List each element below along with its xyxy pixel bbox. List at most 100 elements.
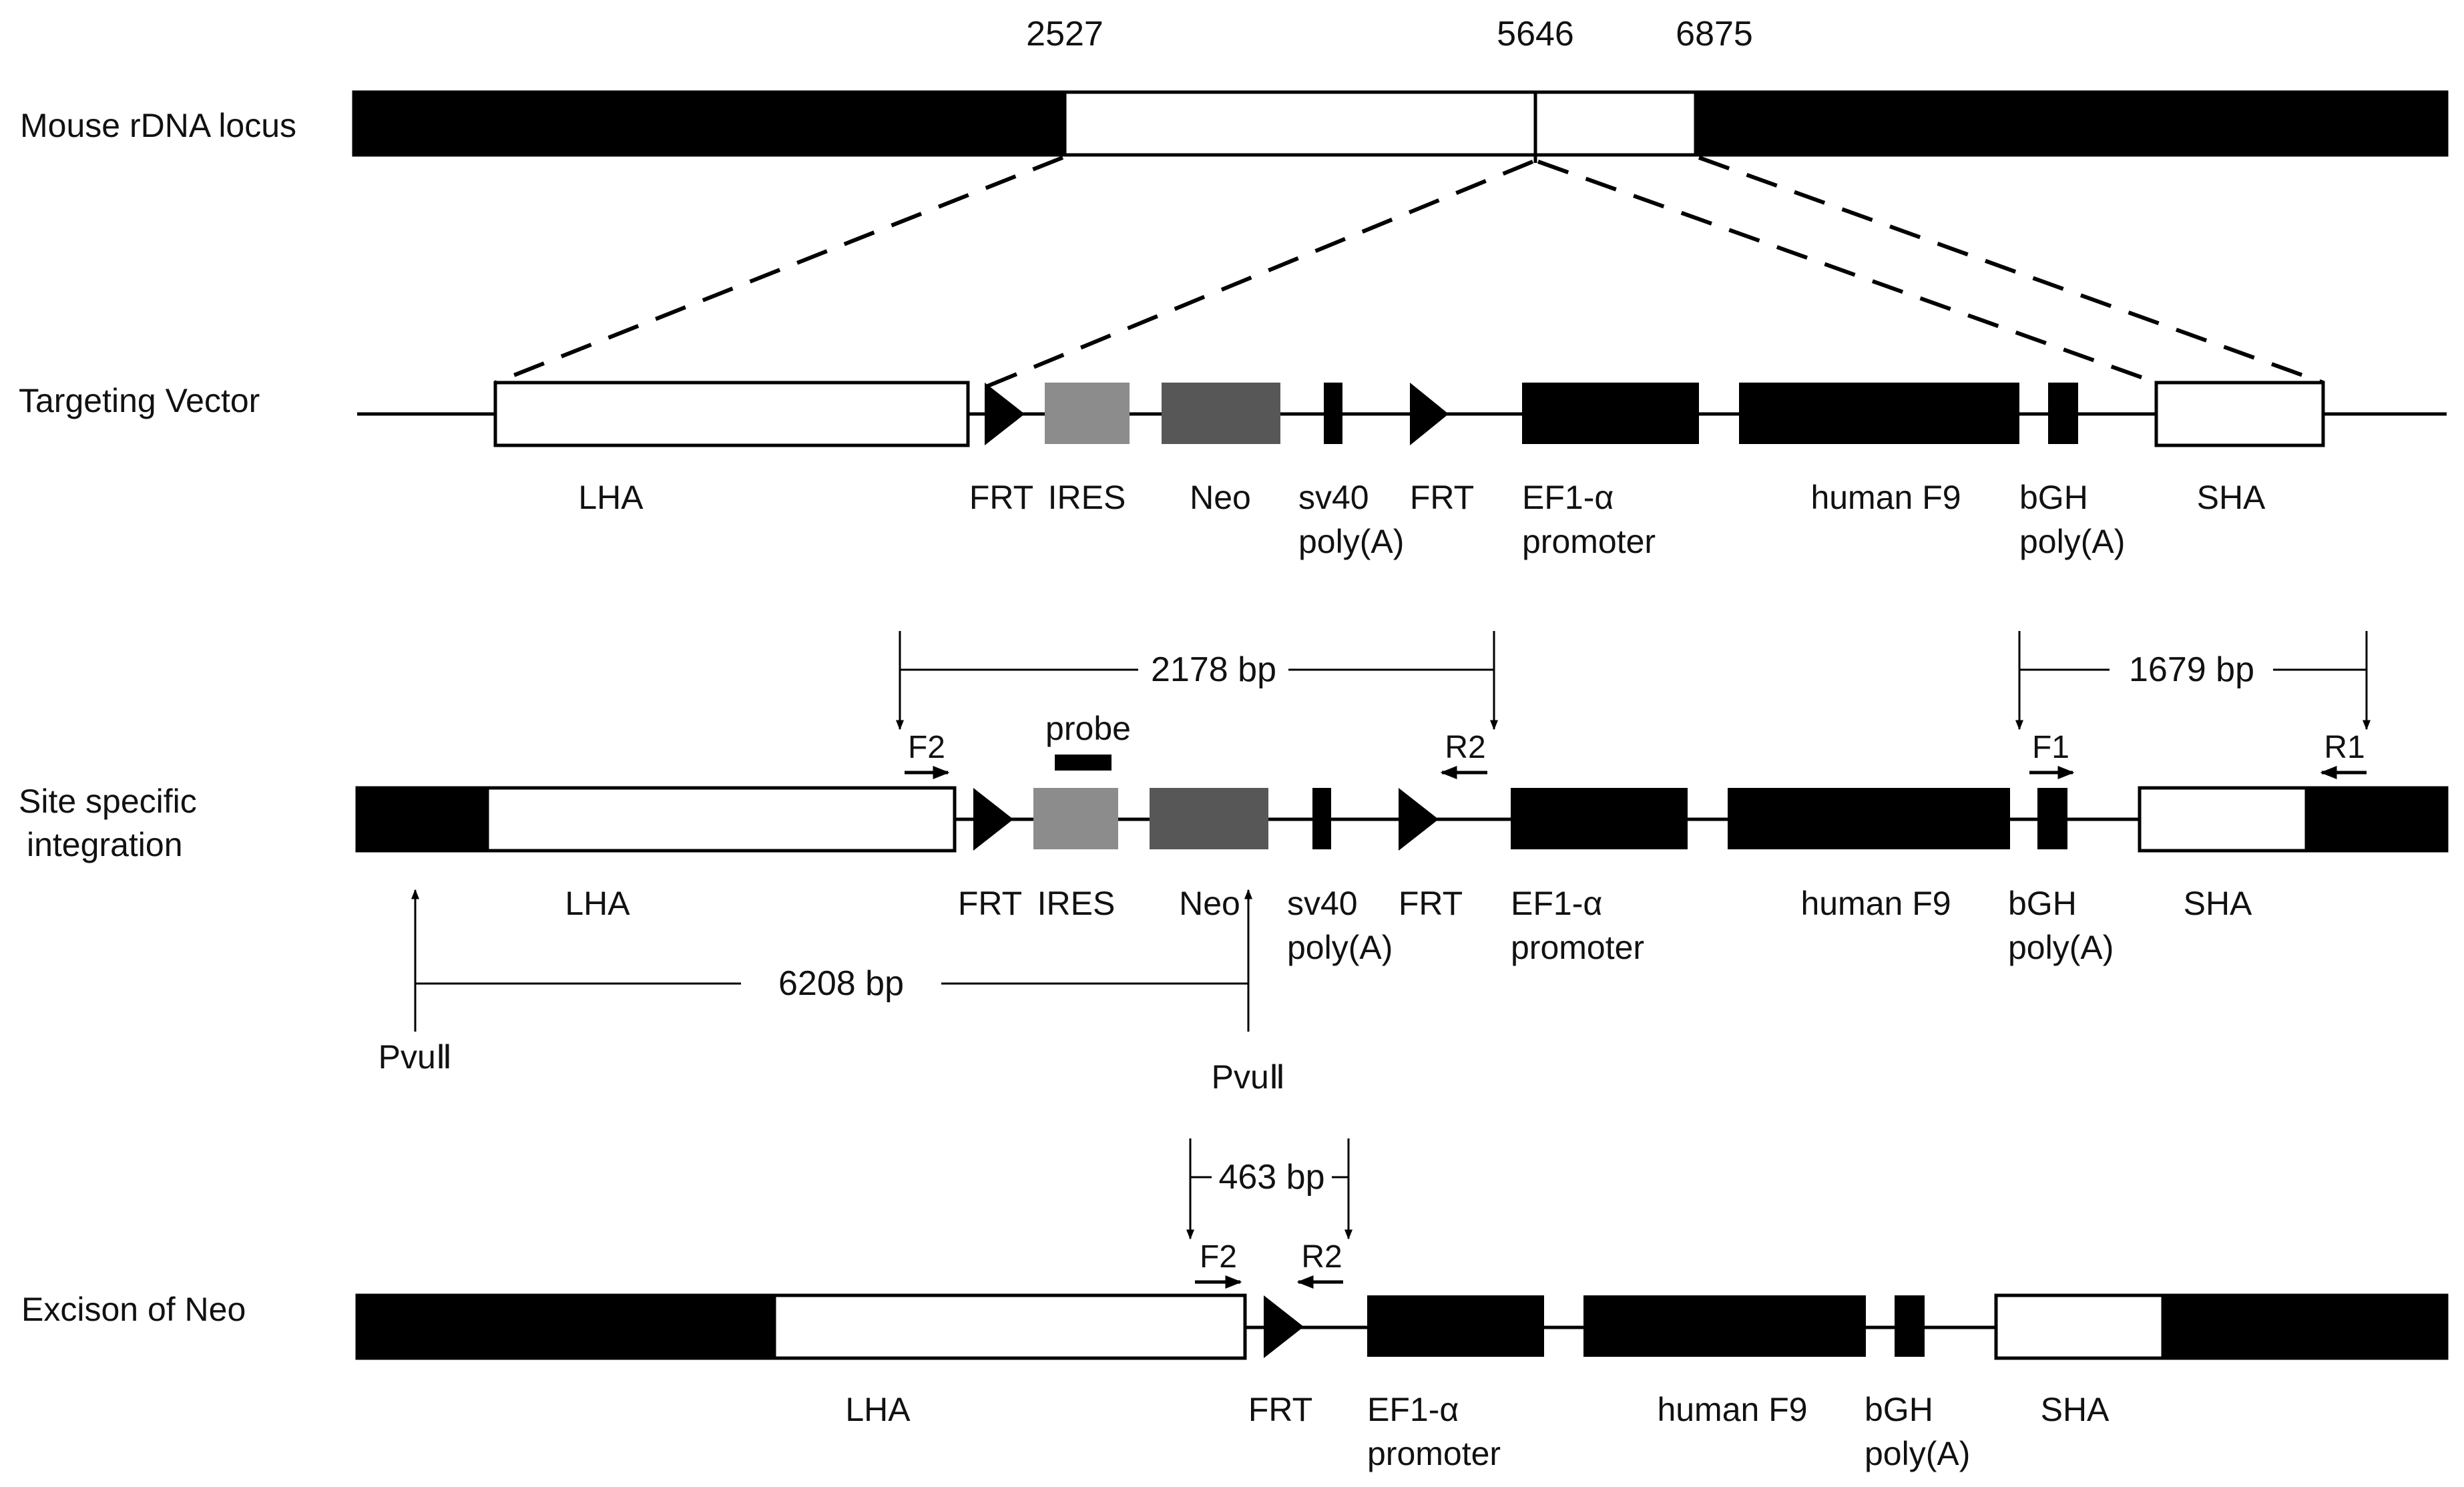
fragment-size-2178: 2178 bp: [1151, 650, 1276, 689]
lha-box: [493, 381, 970, 447]
row-label-excision: Excison of Neo: [21, 1291, 246, 1328]
row-label-locus: Mouse rDNA locus: [20, 107, 296, 144]
position-5646: 5646: [1497, 15, 1574, 53]
label-human-f9: human F9: [1657, 1391, 1807, 1428]
fragment-size-463: 463 bp: [1218, 1158, 1324, 1197]
bgh-polya-box: [1895, 1295, 1925, 1357]
homology-alignment-lines: [494, 156, 2324, 389]
ires-box: [1045, 383, 1130, 444]
lha-box: [772, 1293, 1247, 1360]
human-f9-box: [1739, 383, 2019, 444]
dash-line-3: [1537, 160, 2158, 385]
label-frt: FRT: [958, 885, 1022, 922]
label-ef1a: EF1-α: [1367, 1391, 1459, 1428]
frt-triangle: [1264, 1295, 1304, 1358]
row-label-integration: Site specific: [19, 783, 197, 820]
fragment-size-1679: 1679 bp: [2129, 650, 2254, 689]
enzyme-label-pvuii: PvuⅡ: [1212, 1058, 1286, 1096]
label-frt: FRT: [1399, 885, 1463, 922]
genomic-bar-right: [1694, 90, 2449, 157]
label-sha: SHA: [2184, 885, 2252, 922]
label-ef1a-promoter: promoter: [1367, 1435, 1501, 1472]
enzyme-label-pvuii: PvuⅡ: [379, 1038, 453, 1076]
sha-box: [1994, 1293, 2165, 1360]
frt-triangle-2: [1410, 383, 1449, 445]
label-ef1a-promoter: promoter: [1522, 523, 1656, 560]
sha-box: [2154, 381, 2325, 447]
label-lha: LHA: [578, 479, 644, 516]
primer-label-r1: R1: [2324, 730, 2365, 765]
genomic-left-block: [355, 786, 489, 853]
frt-triangle-1: [985, 383, 1025, 445]
label-bgh-polya: poly(A): [2019, 523, 2125, 560]
position-2527: 2527: [1026, 15, 1103, 53]
excision-row: Excison of Neo 463 bp F2 R2 LHA FRT EF1-…: [21, 1138, 2449, 1472]
label-lha: LHA: [845, 1391, 911, 1428]
label-sha: SHA: [2197, 479, 2266, 516]
human-f9-box: [1583, 1295, 1866, 1357]
human-f9-box: [1728, 788, 2010, 849]
position-6875: 6875: [1676, 15, 1753, 53]
row-label-vector: Targeting Vector: [19, 382, 260, 419]
locus-insert-region-2: [1533, 90, 1698, 157]
label-human-f9: human F9: [1800, 885, 1951, 922]
probe-label: probe: [1045, 710, 1131, 747]
label-neo: Neo: [1190, 479, 1251, 516]
sha-box: [2138, 786, 2308, 853]
locus-insert-region-1: [1063, 90, 1537, 157]
primer-label-f2: F2: [908, 730, 945, 765]
neo-box: [1150, 788, 1268, 849]
neo-box: [1162, 383, 1280, 444]
dash-line-2: [983, 160, 1534, 389]
sv40-polya-box: [1324, 383, 1342, 444]
label-lha: LHA: [565, 885, 630, 922]
genomic-left-block: [355, 1293, 776, 1360]
sv40-polya-box: [1312, 788, 1331, 849]
label-bgh: bGH: [2019, 479, 2088, 516]
label-ef1a: EF1-α: [1511, 885, 1602, 922]
rdna-locus-row: Mouse rDNA locus 2527 5646 6875: [20, 15, 2449, 163]
label-ires: IRES: [1037, 885, 1116, 922]
label-bgh-polya: poly(A): [1865, 1435, 1970, 1472]
bgh-polya-box: [2037, 788, 2067, 849]
label-sv40: sv40: [1298, 479, 1369, 516]
label-human-f9: human F9: [1810, 479, 1961, 516]
dash-line-4: [1698, 156, 2324, 385]
label-frt: FRT: [1410, 479, 1474, 516]
row-label-integration-2: integration: [27, 826, 183, 863]
ires-box: [1033, 788, 1118, 849]
dash-line-1: [494, 156, 1064, 385]
label-ires: IRES: [1048, 479, 1126, 516]
ef1a-promoter-box: [1511, 788, 1688, 849]
bgh-polya-box: [2048, 383, 2078, 444]
genomic-right-block: [2304, 786, 2449, 853]
frt-triangle-1: [973, 788, 1013, 851]
primer-label-f1: F1: [2032, 730, 2069, 765]
label-sv40-polya: poly(A): [1287, 929, 1393, 966]
label-ef1a: EF1-α: [1522, 479, 1614, 516]
frt-triangle-2: [1399, 788, 1439, 851]
label-ef1a-promoter: promoter: [1511, 929, 1644, 966]
ef1a-promoter-box: [1522, 383, 1699, 444]
lha-box: [485, 786, 957, 853]
label-sv40-polya: poly(A): [1298, 523, 1404, 560]
primer-label-f2: F2: [1200, 1239, 1237, 1275]
primer-label-r2: R2: [1301, 1239, 1342, 1275]
label-frt: FRT: [969, 479, 1033, 516]
label-bgh: bGH: [1865, 1391, 1933, 1428]
genomic-bar-left: [352, 90, 1067, 157]
label-sha: SHA: [2041, 1391, 2110, 1428]
label-bgh-polya: poly(A): [2008, 929, 2114, 966]
ef1a-promoter-box: [1367, 1295, 1544, 1357]
label-neo: Neo: [1179, 885, 1240, 922]
label-sv40: sv40: [1287, 885, 1358, 922]
genomic-right-block: [2161, 1293, 2449, 1360]
fragment-size-6208: 6208 bp: [778, 964, 904, 1003]
targeting-vector-row: Targeting Vector LHA FRT IRES Neo sv40 p…: [19, 381, 2447, 560]
label-frt: FRT: [1248, 1391, 1312, 1428]
probe-bar: [1055, 755, 1112, 771]
label-bgh: bGH: [2008, 885, 2077, 922]
primer-label-r2: R2: [1445, 730, 1485, 765]
site-specific-integration-row: Site specific integration 2178 bp 1679 b…: [19, 631, 2449, 1096]
